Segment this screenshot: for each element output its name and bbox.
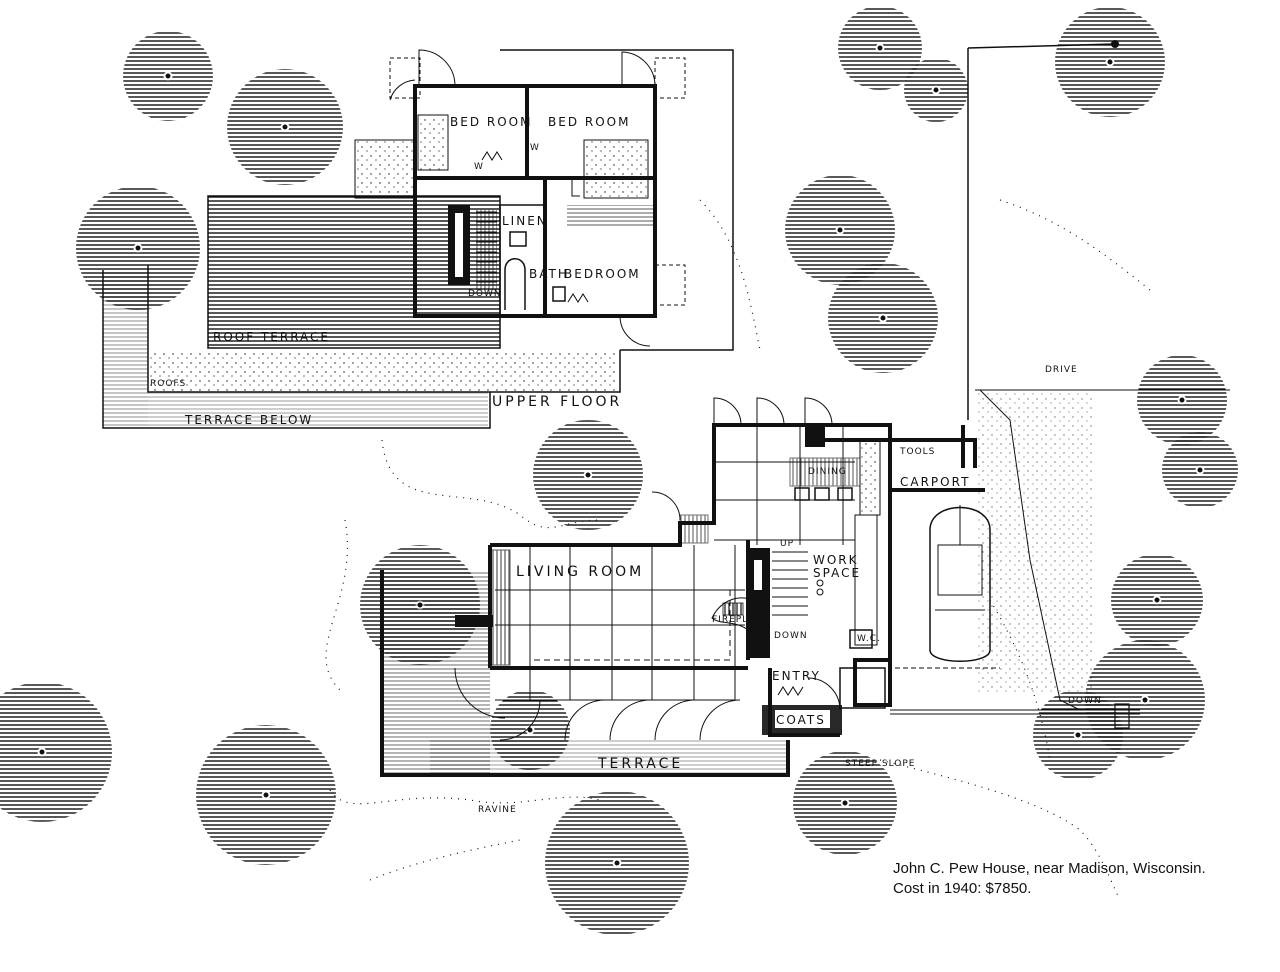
label-linen: LINEN [502, 214, 548, 228]
label-living-room: LIVING ROOM [516, 564, 644, 580]
label-dining: DINING [808, 467, 847, 477]
tree-trunk [1105, 57, 1115, 67]
tree-trunk [1177, 395, 1187, 405]
label-down-lower: DOWN [774, 631, 808, 641]
labels: BED ROOM BED ROOM BEDROOM W W LINEN BATH… [150, 115, 1102, 815]
label-ravine: RAVINE [478, 805, 517, 815]
label-bedroom-3: BEDROOM [564, 267, 641, 281]
label-work: WORK [813, 553, 859, 567]
upper-floor [102, 49, 734, 429]
tree-trunk [37, 747, 47, 757]
tree-canopy [0, 682, 112, 822]
label-drive: DRIVE [1045, 365, 1078, 375]
tree-trunk [1152, 595, 1162, 605]
caption: John C. Pew House, near Madison, Wiscons… [893, 859, 1263, 899]
tree-trunk [878, 313, 888, 323]
label-bedroom-2: BED ROOM [548, 115, 630, 129]
trees-layer [0, 6, 1238, 935]
tree-trunk [525, 725, 535, 735]
tree-trunk [875, 43, 885, 53]
label-terrace-below: TERRACE BELOW [184, 413, 313, 427]
label-entry: ENTRY [772, 669, 821, 683]
main-floor [380, 211, 1000, 777]
label-wc: W.C. [857, 634, 881, 644]
caption-line-1: John C. Pew House, near Madison, Wiscons… [893, 860, 1206, 877]
label-tools: TOOLS [899, 447, 935, 457]
label-roof-terrace: ROOF TERRACE [213, 330, 330, 344]
label-w-2: W [530, 143, 540, 153]
label-down-drive: DOWN [1068, 696, 1102, 706]
label-steep-slope: STEEP SLOPE [845, 759, 915, 769]
label-up: UP [780, 539, 794, 549]
tree-trunk [163, 71, 173, 81]
tree-trunk [261, 790, 271, 800]
tree-trunk [931, 85, 941, 95]
label-down-upper: DOWN [468, 289, 502, 299]
site-contours [325, 199, 1151, 901]
label-w-1: W [474, 162, 484, 172]
tree-trunk [280, 122, 290, 132]
tree-trunk [133, 243, 143, 253]
tree-trunk [835, 225, 845, 235]
label-terrace: TERRACE [597, 756, 683, 772]
tree-trunk [1140, 695, 1150, 705]
label-upper-floor: UPPER FLOOR [492, 394, 622, 410]
drive [890, 40, 1230, 729]
label-bath: BATH [529, 267, 569, 281]
label-coats: COATS [776, 713, 826, 727]
label-carport: CARPORT [900, 475, 970, 489]
label-fireplace: FIREPLACE [712, 615, 769, 625]
label-roofs: ROOFS [150, 379, 186, 389]
tree-trunk [1073, 730, 1083, 740]
caption-line-2: Cost in 1940: $7850. [893, 880, 1032, 897]
label-space: SPACE [813, 566, 861, 580]
tree-trunk [840, 798, 850, 808]
tree-trunk [1195, 465, 1205, 475]
tree-trunk [612, 858, 622, 868]
tree-trunk [583, 470, 593, 480]
label-bedroom-1: BED ROOM [450, 115, 532, 129]
